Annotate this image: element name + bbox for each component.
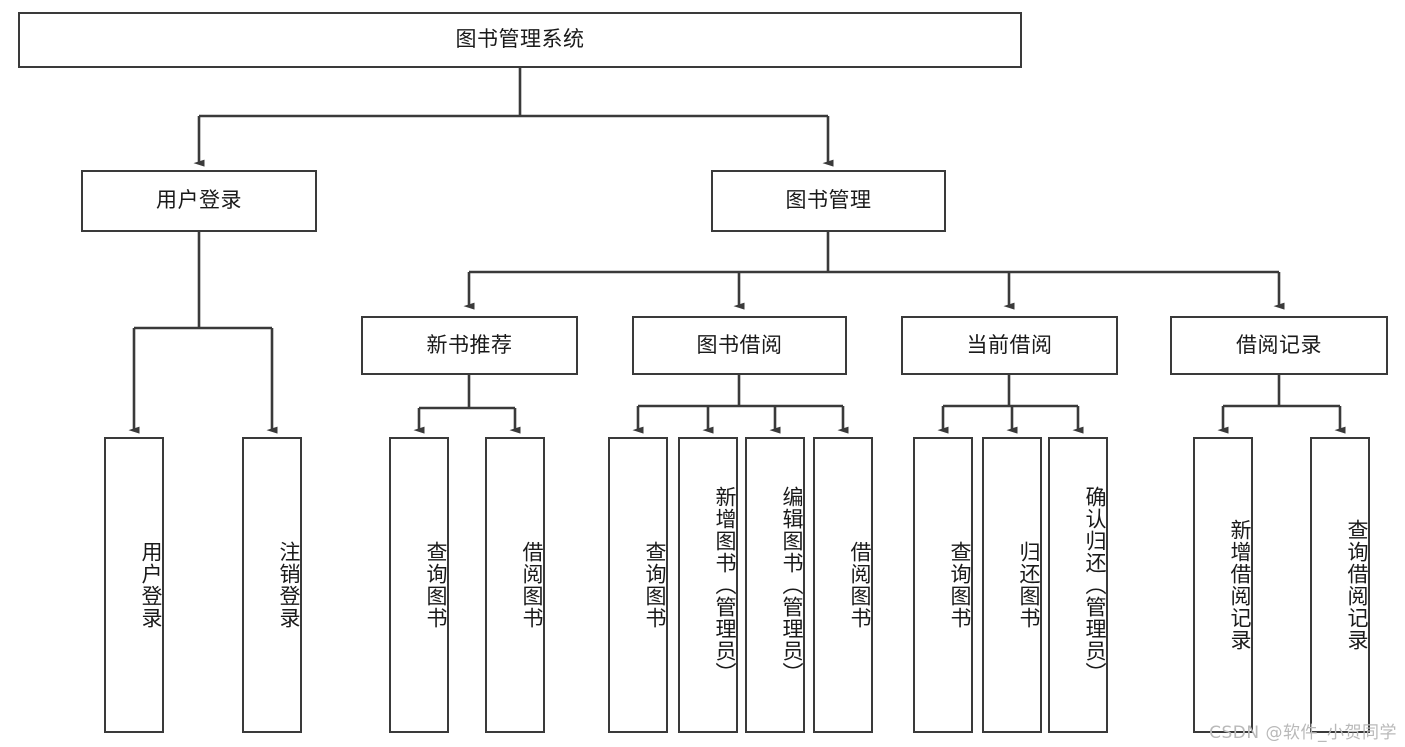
node-leaf-confirm-return[interactable]: 确认归还（管理员） (1048, 437, 1108, 733)
node-leaf-add-record[interactable]: 新增借阅记录 (1193, 437, 1253, 733)
node-leaf-return-book[interactable]: 归还图书 (982, 437, 1042, 733)
node-new-book-recommend[interactable]: 新书推荐 (361, 316, 578, 375)
node-leaf-query-book-3[interactable]: 查询图书 (913, 437, 973, 733)
node-leaf-edit-book[interactable]: 编辑图书（管理员） (745, 437, 805, 733)
node-current-borrow[interactable]: 当前借阅 (901, 316, 1118, 375)
node-leaf-logout-login[interactable]: 注销登录 (242, 437, 302, 733)
node-book-manage[interactable]: 图书管理 (711, 170, 946, 232)
node-leaf-borrow-book-1-label: 借阅图书 (520, 541, 544, 629)
node-leaf-return-book-label: 归还图书 (1017, 541, 1041, 629)
node-book-borrow-label: 图书借阅 (696, 332, 783, 357)
node-leaf-confirm-return-label: 确认归还（管理员） (1083, 486, 1107, 684)
node-leaf-query-record[interactable]: 查询借阅记录 (1310, 437, 1370, 733)
node-leaf-user-login-label: 用户登录 (139, 541, 163, 629)
node-new-book-recommend-label: 新书推荐 (426, 332, 513, 357)
node-leaf-borrow-book-1[interactable]: 借阅图书 (485, 437, 545, 733)
node-leaf-user-login[interactable]: 用户登录 (104, 437, 164, 733)
node-leaf-query-record-label: 查询借阅记录 (1345, 519, 1369, 651)
node-leaf-query-book-1[interactable]: 查询图书 (389, 437, 449, 733)
node-book-borrow[interactable]: 图书借阅 (632, 316, 847, 375)
node-current-borrow-label: 当前借阅 (966, 332, 1053, 357)
node-borrow-record[interactable]: 借阅记录 (1170, 316, 1388, 375)
node-leaf-add-record-label: 新增借阅记录 (1228, 519, 1252, 651)
node-leaf-borrow-book-2[interactable]: 借阅图书 (813, 437, 873, 733)
node-book-manage-label: 图书管理 (785, 188, 872, 213)
node-root-label: 图书管理系统 (455, 27, 585, 52)
node-leaf-add-book[interactable]: 新增图书（管理员） (678, 437, 738, 733)
node-root[interactable]: 图书管理系统 (18, 12, 1022, 68)
node-leaf-query-book-2[interactable]: 查询图书 (608, 437, 668, 733)
node-leaf-query-book-1-label: 查询图书 (424, 541, 448, 629)
csdn-watermark: CSDN @软件_小贺同学 (1209, 723, 1397, 743)
node-leaf-query-book-2-label: 查询图书 (643, 541, 667, 629)
node-leaf-query-book-3-label: 查询图书 (948, 541, 972, 629)
node-leaf-borrow-book-2-label: 借阅图书 (848, 541, 872, 629)
node-leaf-edit-book-label: 编辑图书（管理员） (780, 486, 804, 684)
node-leaf-add-book-label: 新增图书（管理员） (713, 486, 737, 684)
node-leaf-logout-login-label: 注销登录 (277, 541, 301, 629)
node-user-login[interactable]: 用户登录 (81, 170, 317, 232)
node-user-login-label: 用户登录 (156, 188, 242, 213)
node-borrow-record-label: 借阅记录 (1236, 332, 1322, 357)
